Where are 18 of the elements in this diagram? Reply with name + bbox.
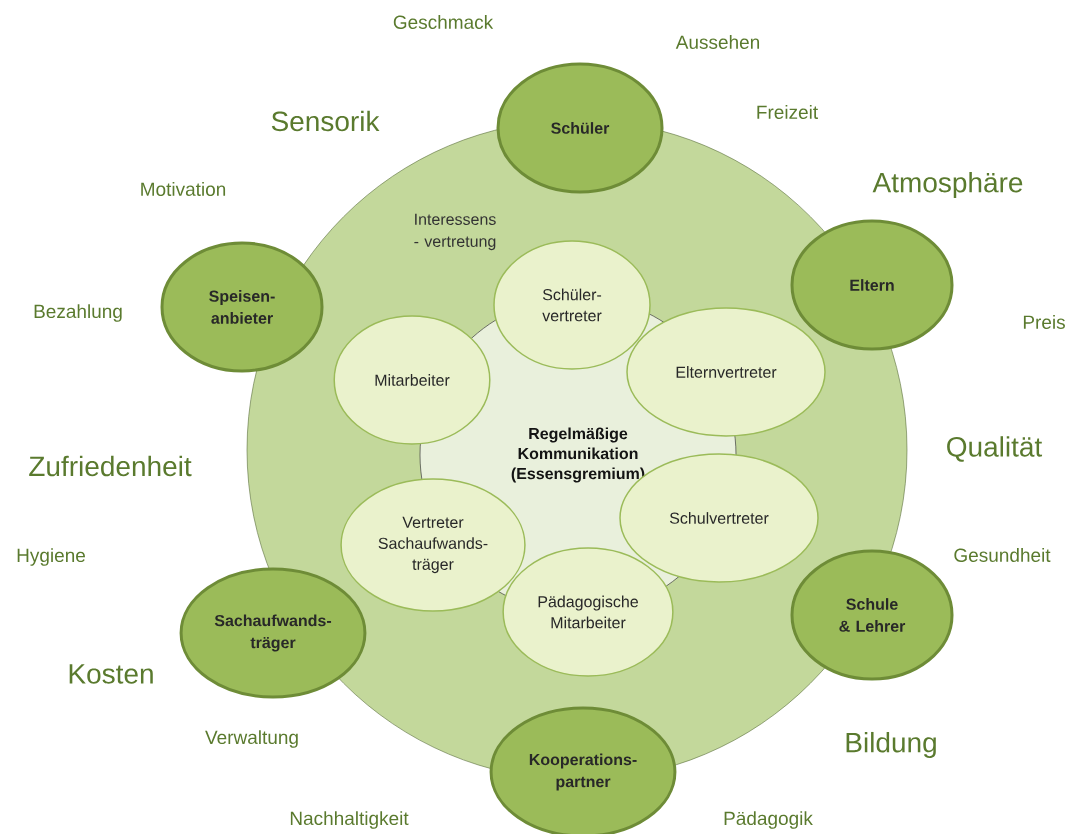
aspect-label: Zufriedenheit xyxy=(29,455,192,477)
aspect-label: Bildung xyxy=(846,731,936,759)
aspect-label: Gesundheit xyxy=(954,548,1051,562)
aspect-label: Freizeit xyxy=(757,105,818,119)
aspect-label: Atmosphäre xyxy=(872,171,1023,199)
aspect-label: Preis xyxy=(1023,315,1065,329)
aspect-label: Bezahlung xyxy=(34,304,122,322)
aspect-label: Nachhaltigkeit xyxy=(290,811,409,829)
aspect-label: Hygiene xyxy=(17,548,85,566)
aspect-label: Kosten xyxy=(69,664,153,684)
aspect-label: Verwaltung xyxy=(205,730,298,748)
ring-label: Interessens - vertretung xyxy=(414,213,496,251)
aspect-label: Qualität xyxy=(947,436,1043,462)
aspect-label: Geschmack xyxy=(393,15,494,29)
aspect-label: Motivation xyxy=(141,182,226,196)
aspect-label: Aussehen xyxy=(675,35,759,49)
aspect-label: Pädagogik xyxy=(724,811,813,829)
aspect-label: Sensorik xyxy=(271,110,380,132)
